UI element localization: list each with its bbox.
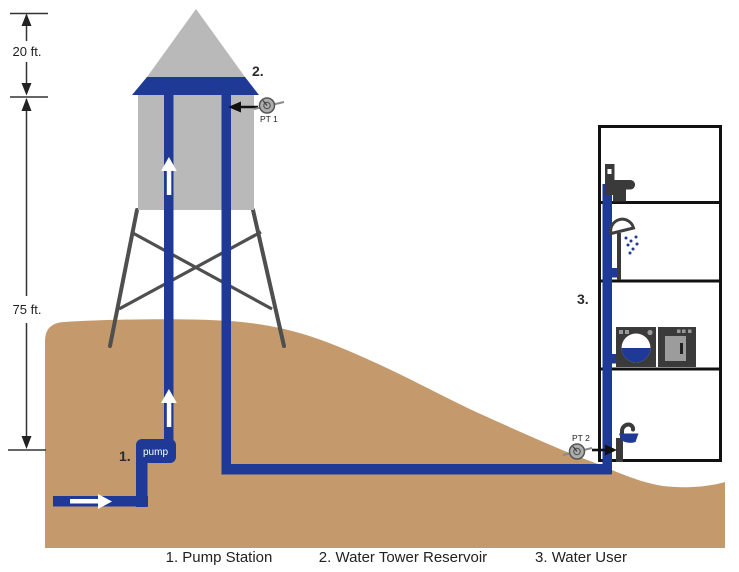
tower-tank: [138, 95, 254, 210]
caption-legend: 1. Pump Station 2. Water Tower Reservoir…: [166, 549, 627, 566]
dryer-icon: [658, 327, 696, 367]
legend-water-user: 3. Water User: [535, 549, 627, 566]
inlet-vertical-pipe: [136, 456, 148, 507]
pt2-label: PT 2: [572, 433, 590, 443]
pump-station: pump: [136, 439, 176, 463]
building-riser-pipe: [602, 184, 612, 474]
building-outline: [598, 125, 722, 462]
pt1-group: PT 1: [228, 97, 285, 124]
legend-water-tower-reservoir: 2. Water Tower Reservoir: [319, 549, 487, 566]
tower-legs: [108, 208, 286, 348]
flow-arrows: [70, 157, 177, 509]
pump-icon: [136, 439, 176, 463]
shower-icon: [609, 217, 639, 280]
water-droplets: [624, 235, 639, 255]
water-user-building: [598, 125, 722, 474]
main-distribution-pipe: [221, 464, 612, 475]
washer-branch-pipe: [602, 354, 619, 364]
shower-branch-pipe: [602, 268, 620, 278]
tower-roof: [147, 9, 245, 77]
flow-arrow-icon: [70, 494, 112, 509]
pt1-label: PT 1: [260, 114, 278, 124]
washing-machine-icon: [616, 327, 656, 367]
pt2-arrow: [605, 444, 617, 456]
pt1-arrow: [228, 101, 241, 113]
dimension-75ft: 75 ft.: [8, 96, 48, 451]
pt2-group: PT 2: [562, 433, 617, 460]
user-number: 3.: [577, 291, 589, 307]
flow-arrow-icon: [161, 389, 177, 427]
riser-pipe: [164, 86, 174, 446]
roof-height-label: 20 ft.: [13, 44, 42, 59]
flow-arrow-icon: [161, 157, 177, 195]
legend-pump-station: 1. Pump Station: [166, 549, 273, 566]
pump-number: 1.: [119, 448, 131, 464]
pump-label: pump: [143, 447, 168, 458]
sink-faucet-icon: [616, 422, 639, 462]
tower-number: 2.: [252, 63, 264, 79]
dimension-20ft: 20 ft.: [10, 12, 48, 96]
pressure-transducer-icon: [562, 443, 593, 460]
tower-reservoir-band: [132, 77, 259, 95]
toilet-icon: [605, 164, 635, 202]
tower-height-label: 75 ft.: [13, 302, 42, 317]
pressure-transducer-icon: [253, 97, 285, 114]
down-pipe: [221, 86, 231, 474]
ground-hill: [45, 319, 725, 548]
